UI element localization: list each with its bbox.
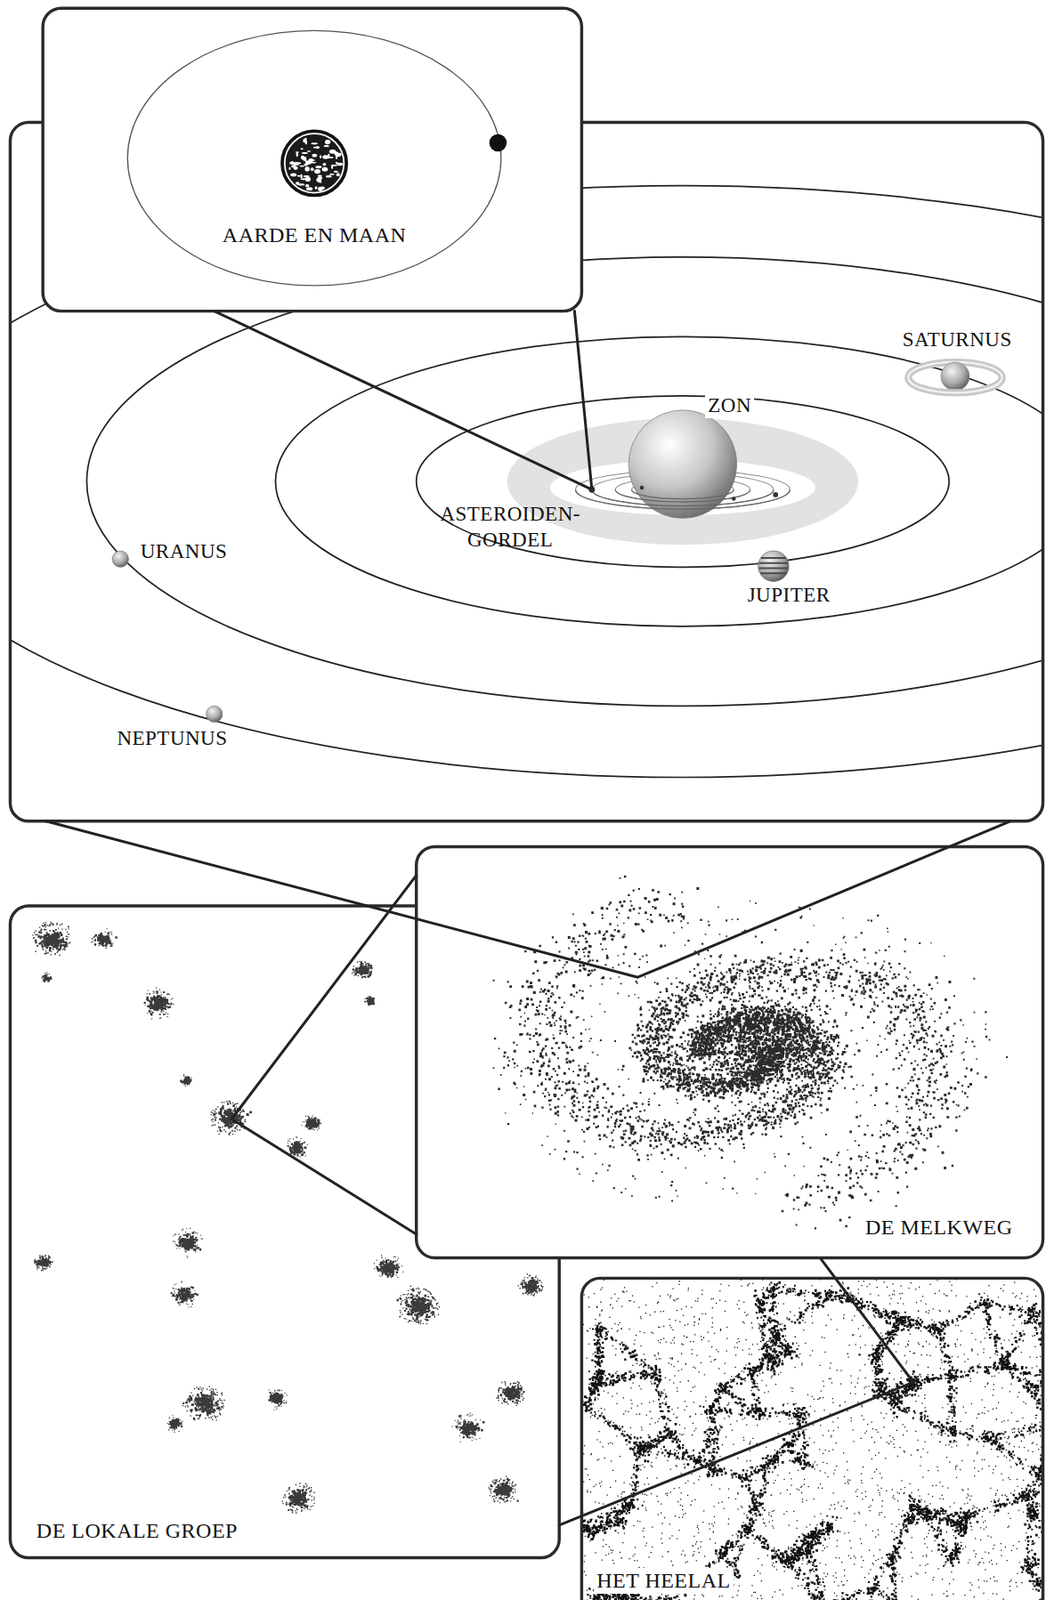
planet-label: ASTEROIDEN- GORDEL (437, 502, 584, 554)
moon-orbit (127, 30, 502, 286)
earth-moon-illustration (42, 8, 582, 311)
panel-caption: HET HEELAL (593, 1568, 734, 1595)
planet-label: SATURNUS (900, 327, 1015, 353)
panel-caption: DE MELKWEG (862, 1215, 1016, 1241)
planet-label: NEPTUNUS (113, 726, 230, 752)
moon (489, 134, 507, 152)
panel-border (42, 8, 582, 311)
zoom-panel: DE LOKALE GROEP (9, 906, 560, 1559)
inner-planet (731, 496, 737, 502)
zoom-panel: SATURNUS ZON ASTEROIDEN- GORDEL URANUS JUPIT… (9, 122, 1043, 822)
zoom-line (214, 311, 592, 491)
zoom-panel: DE MELKWEG (416, 846, 1044, 1258)
panel-border (581, 1278, 1043, 1600)
earth (281, 130, 347, 196)
jupiter (758, 551, 789, 582)
panel-caption: DE LOKALE GROEP (33, 1518, 241, 1545)
zoom-line (46, 821, 1011, 978)
zoom-panel: AARDE EN MAAN (42, 8, 582, 311)
planet-label: URANUS (137, 539, 231, 565)
panel-border (416, 846, 1044, 1258)
saturn (940, 362, 970, 391)
earth-oceans (288, 137, 343, 192)
planet-orbit (86, 257, 1043, 706)
milky-way-illustration (416, 846, 1044, 1258)
planet-label: ZON (705, 393, 755, 419)
cosmic-web (581, 1278, 1043, 1600)
planet-label: JUPITER (745, 583, 834, 609)
neptune (206, 705, 223, 722)
planet-orbit (275, 336, 1044, 627)
zoom-panel: HET HEELAL (581, 1278, 1043, 1600)
cosmic-web-illustration (572, 1275, 1046, 1600)
inner-planet (640, 486, 645, 491)
inner-planet (772, 492, 779, 498)
uranus (112, 551, 129, 568)
zoom-line (559, 1259, 914, 1526)
planet-orbit (416, 396, 949, 568)
zoom-line (231, 875, 416, 1236)
panel-caption: AARDE EN MAAN (219, 222, 410, 249)
